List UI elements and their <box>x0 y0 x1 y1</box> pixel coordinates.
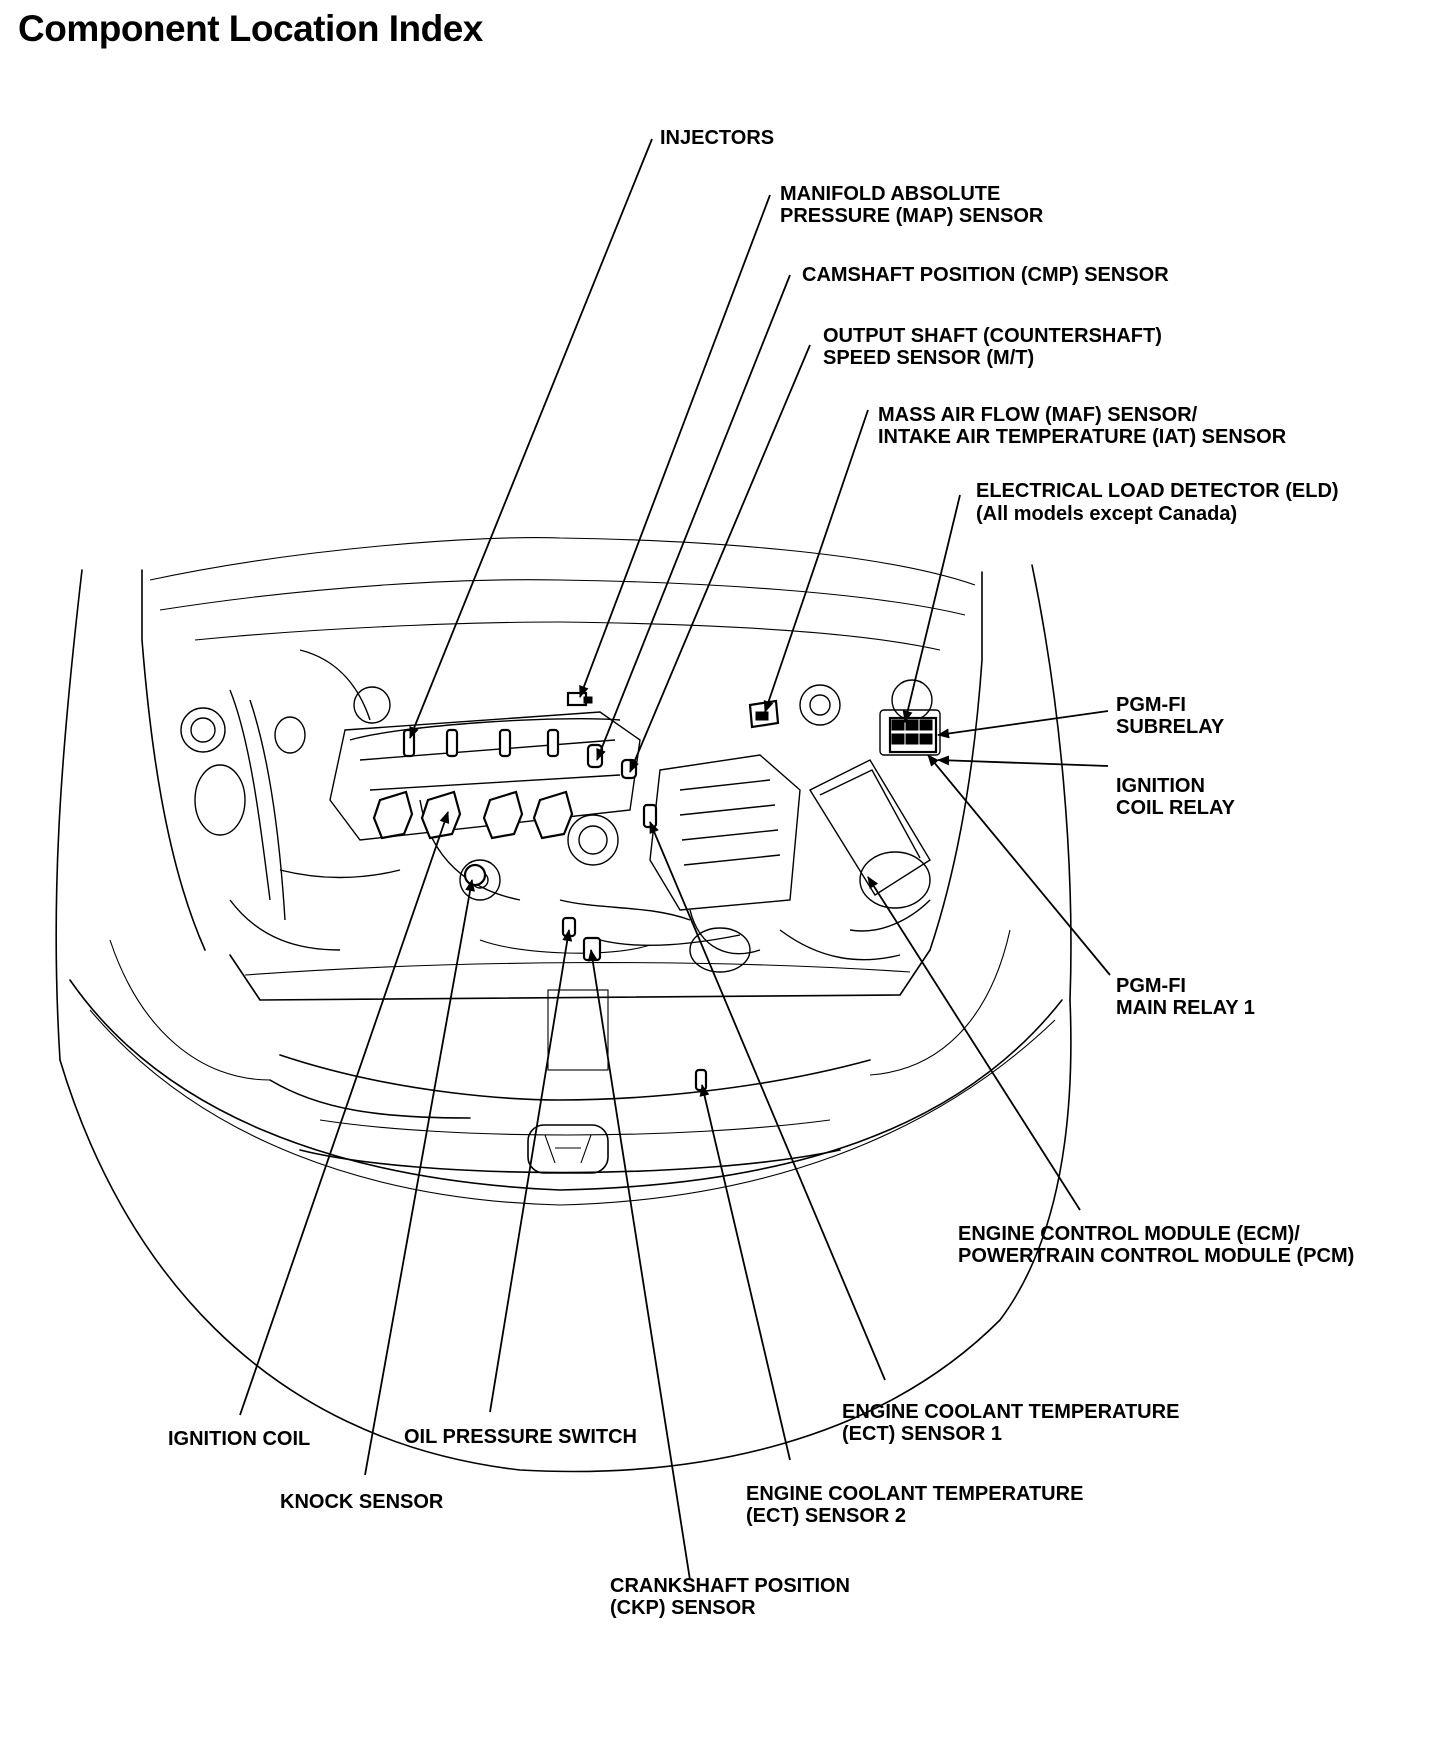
leader-pgmfi-main-relay <box>927 754 1111 976</box>
label-output-shaft-speed-sensor: OUTPUT SHAFT (COUNTERSHAFT) SPEED SENSOR… <box>823 325 1167 369</box>
leader-ect2 <box>699 1084 791 1461</box>
knock-sensor <box>463 863 487 887</box>
cmp-sensor <box>586 743 604 769</box>
leader-cmp-sensor <box>596 274 791 761</box>
ignition-coil-1 <box>372 790 414 840</box>
leader-map-sensor <box>579 194 771 698</box>
label-ect-sensor-2: ENGINE COOLANT TEMPERATURE (ECT) SENSOR … <box>746 1483 1089 1527</box>
label-map-sensor: MANIFOLD ABSOLUTE PRESSURE (MAP) SENSOR <box>780 183 1044 227</box>
injector-4 <box>546 728 560 758</box>
leader-output-shaft <box>629 344 811 773</box>
leader-ignition-coil <box>239 811 450 1416</box>
label-oil-pressure-switch: OIL PRESSURE SWITCH <box>404 1426 637 1448</box>
label-cmp-sensor: CAMSHAFT POSITION (CMP) SENSOR <box>802 264 1169 286</box>
leader-oil-pressure <box>489 929 573 1413</box>
label-eld: ELECTRICAL LOAD DETECTOR (ELD) (All mode… <box>976 480 1344 525</box>
leader-maf-iat <box>763 409 869 713</box>
leader-lines <box>239 138 1111 1581</box>
label-pgmfi-main-relay: PGM-FI MAIN RELAY 1 <box>1116 975 1255 1019</box>
car-body-outline <box>55 537 1072 1473</box>
ect-sensor-2 <box>694 1068 708 1092</box>
leader-knock-sensor <box>364 879 475 1476</box>
component-labels: INJECTORS MANIFOLD ABSOLUTE PRESSURE (MA… <box>168 127 1354 1619</box>
page-title: Component Location Index <box>18 8 483 49</box>
injector-3 <box>498 728 512 758</box>
label-pgmfi-subrelay: PGM-FI SUBRELAY <box>1116 694 1225 738</box>
label-knock-sensor: KNOCK SENSOR <box>280 1491 444 1513</box>
label-maf-iat-sensor: MASS AIR FLOW (MAF) SENSOR/ INTAKE AIR T… <box>878 404 1287 448</box>
ignition-coil-4 <box>532 790 574 840</box>
leader-pgmfi-subrelay <box>937 710 1109 739</box>
relay-block <box>888 716 938 754</box>
leader-ect1 <box>649 821 886 1381</box>
leader-eld <box>902 494 961 723</box>
leader-injectors <box>409 138 653 739</box>
ignition-coil-3 <box>482 790 524 840</box>
label-ckp-sensor: CRANKSHAFT POSITION (CKP) SENSOR <box>610 1575 856 1619</box>
label-ecm-pcm: ENGINE CONTROL MODULE (ECM)/ POWERTRAIN … <box>958 1223 1354 1267</box>
engine-bay-detail <box>180 649 941 973</box>
leader-ecm-pcm <box>867 876 1081 1211</box>
label-injectors: INJECTORS <box>660 127 774 149</box>
injector-2 <box>445 728 459 758</box>
label-ect-sensor-1: ENGINE COOLANT TEMPERATURE (ECT) SENSOR … <box>842 1401 1185 1445</box>
label-ignition-coil-relay: IGNITION COIL RELAY <box>1116 775 1236 819</box>
leader-ignition-coil-relay <box>937 755 1109 767</box>
maf-iat-sensor <box>748 699 780 729</box>
label-ignition-coil: IGNITION COIL <box>168 1428 310 1450</box>
leader-ckp <box>587 949 691 1581</box>
